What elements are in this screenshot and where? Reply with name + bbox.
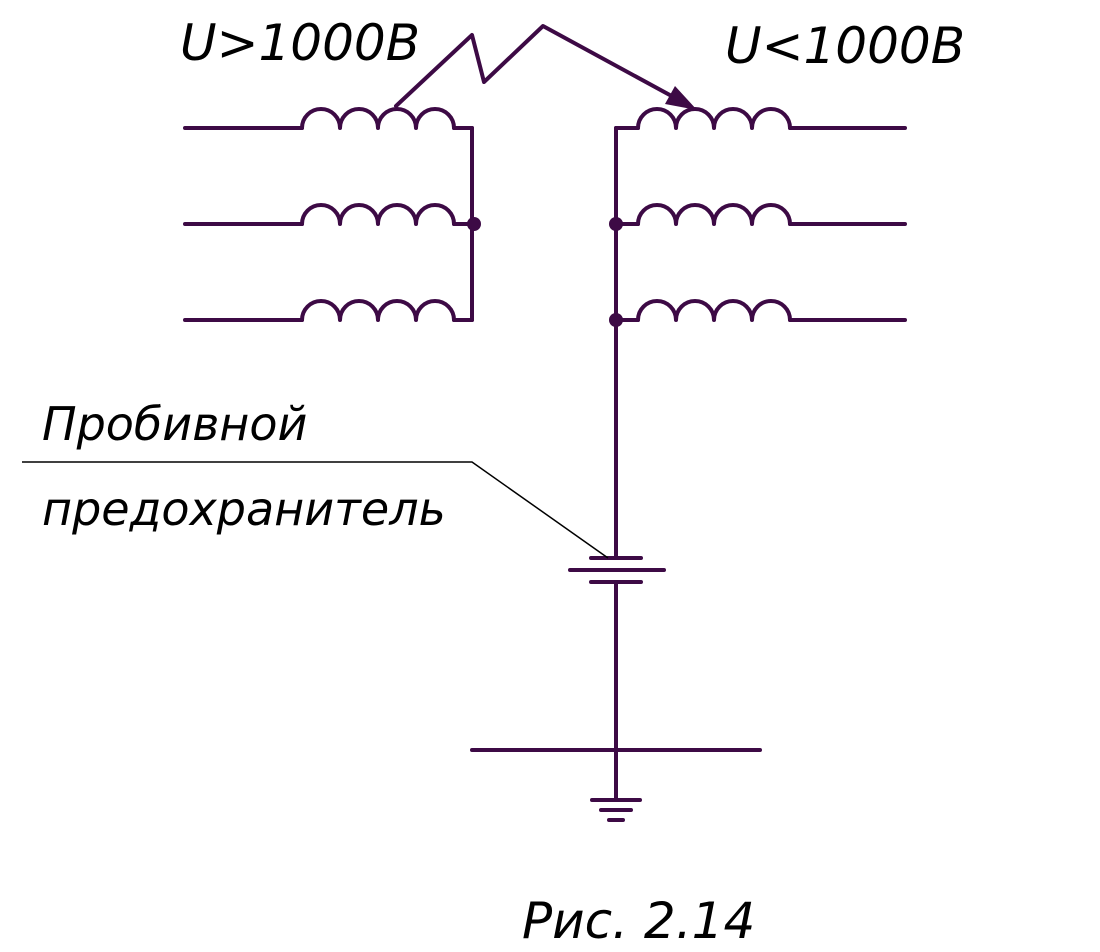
- coupling-arrowhead-icon: [665, 86, 697, 110]
- lv-voltage-label: U<1000В: [725, 17, 965, 75]
- secondary-winding-2: [614, 203, 907, 226]
- primary-windings: [183, 107, 481, 322]
- primary-junction-dot: [467, 217, 481, 231]
- ground-symbol-icon: [590, 798, 642, 822]
- figure-caption: Рис. 2.14: [522, 892, 755, 950]
- breakdown-fuse-symbol: [568, 556, 666, 584]
- fuse-leader-line: [22, 461, 609, 559]
- fuse-label-line2: предохранитель: [42, 482, 446, 536]
- secondary-windings: [609, 107, 907, 327]
- primary-winding-1: [183, 107, 474, 130]
- fuse-label-line1: Пробивной: [42, 397, 307, 451]
- coupling-arrow: [394, 24, 697, 110]
- primary-winding-3: [183, 299, 474, 322]
- primary-winding-2: [183, 203, 474, 226]
- secondary-winding-3: [614, 299, 907, 322]
- hv-voltage-label: U>1000В: [180, 14, 420, 72]
- secondary-winding-1: [614, 107, 907, 130]
